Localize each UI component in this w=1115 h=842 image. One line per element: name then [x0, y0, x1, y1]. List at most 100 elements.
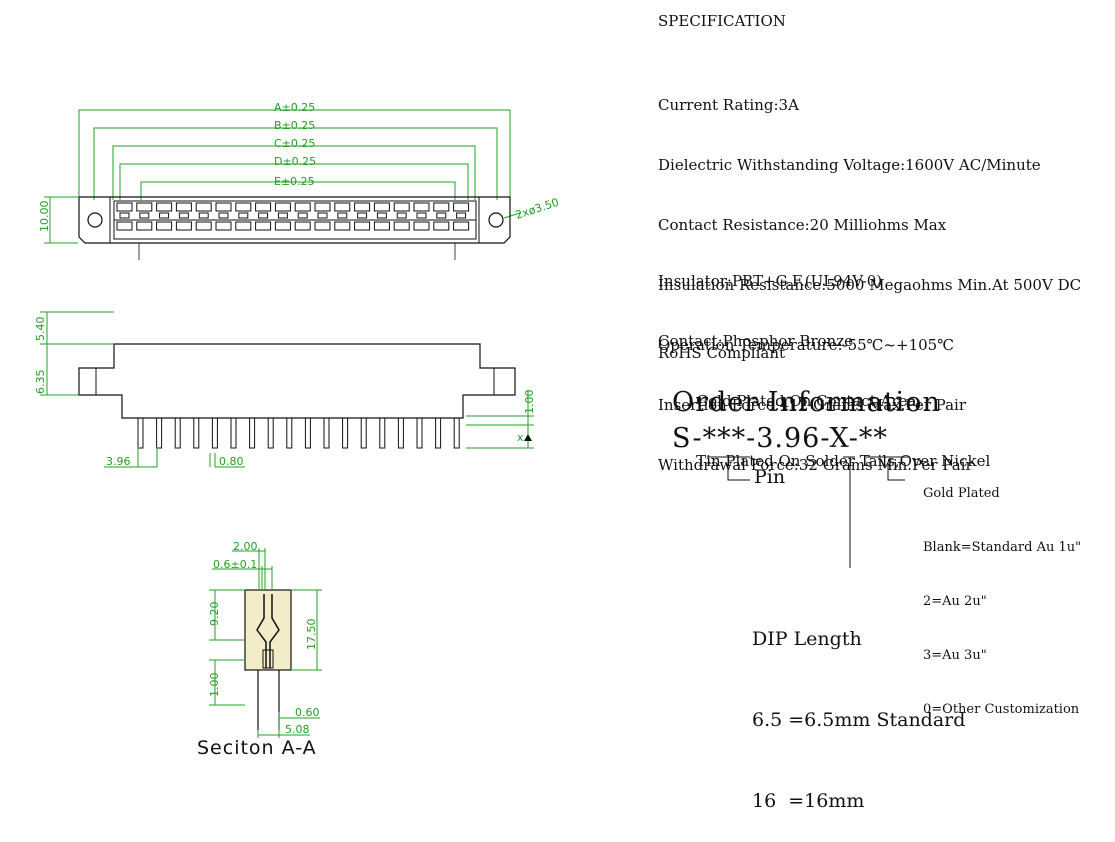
- dim-section-h2: 17.50: [305, 619, 318, 651]
- contact-cell: [136, 202, 153, 212]
- solder-pin: [267, 417, 274, 449]
- spec-heading: SPECIFICATION: [658, 12, 786, 30]
- contact-cell: [433, 221, 450, 231]
- dim-side-x: x: [517, 431, 524, 444]
- dim-side-lower: 6.35: [34, 370, 47, 395]
- material-contact: Contact:Phosphor Bronze: [658, 332, 853, 350]
- contact-cell: [116, 202, 133, 212]
- side-view: 5.40 6.35 1.00 x 3.96 0.80: [34, 311, 536, 468]
- plating-option-2: 2=Au 2u": [923, 594, 987, 609]
- contact-cell: [294, 202, 311, 212]
- dim-section-p2: 5.08: [285, 723, 310, 736]
- rating-insulation: Insulation Resistance:5000 Megaohms Min.…: [658, 276, 1082, 294]
- dim-section-tol: 0.6±0.1: [213, 558, 257, 571]
- contact-cell: [433, 202, 450, 212]
- contact-cell: [235, 202, 252, 212]
- mount-hole-right: [488, 212, 504, 228]
- solder-pin: [211, 417, 218, 449]
- dim-pin-width: 0.80: [219, 455, 244, 468]
- contact-cell: [235, 221, 252, 231]
- dip-option-16: 16 =16mm: [752, 790, 865, 812]
- order-code: S-***-3.96-X-**: [672, 423, 888, 454]
- contact-row: [116, 202, 470, 231]
- contact-slot: [297, 212, 308, 219]
- solder-pin: [230, 417, 237, 449]
- dim-hole: 2xø3.50: [514, 196, 561, 222]
- rohs-label: RoHS Compliant: [658, 344, 786, 362]
- contact-slot: [198, 212, 209, 219]
- contact-slot: [357, 212, 368, 219]
- dim-a: A±0.25: [274, 101, 315, 114]
- contact-cell: [413, 221, 430, 231]
- contact-cell: [255, 221, 272, 231]
- dim-top-height: 10.00: [38, 201, 51, 233]
- section-view: 2.00 0.6±0.1 9.20 17.50 1.00 0.60 5.08 S…: [197, 540, 322, 759]
- datum-marker: [524, 434, 532, 441]
- pin-row: [137, 417, 460, 449]
- contact-slot: [337, 212, 348, 219]
- dim-b: B±0.25: [274, 119, 315, 132]
- rating-contact-resistance: Contact Resistance:20 Milliohms Max: [658, 216, 947, 234]
- contact-slot: [119, 212, 130, 219]
- contact-slot: [436, 212, 447, 219]
- contact-cell: [314, 202, 331, 212]
- contact-cell: [274, 221, 291, 231]
- contact-slot: [376, 212, 387, 219]
- solder-pin: [342, 417, 349, 449]
- contact-slot: [277, 212, 288, 219]
- dip-title: DIP Length: [752, 628, 862, 650]
- dim-side-right: 1.00: [523, 390, 536, 415]
- contact-cell: [215, 202, 232, 212]
- materials-block: Insulator:PBT+G.F.(UL94V-0) Contact:Phos…: [658, 232, 990, 491]
- order-title: Order Information: [672, 387, 941, 418]
- contact-slot: [159, 212, 170, 219]
- contact-cell: [373, 221, 390, 231]
- contact-slot: [139, 212, 150, 219]
- contact-cell: [334, 221, 351, 231]
- contact-cell: [453, 202, 470, 212]
- solder-pin: [453, 417, 460, 449]
- contact-cell: [156, 221, 173, 231]
- contact-slot: [238, 212, 249, 219]
- dip-option-standard: 6.5 =6.5mm Standard: [752, 709, 966, 731]
- contact-cell: [354, 202, 371, 212]
- contact-cell: [393, 202, 410, 212]
- material-insulator: Insulator:PBT+G.F.(UL94V-0): [658, 272, 883, 290]
- contact-slot: [317, 212, 328, 219]
- plating-option-3: 3=Au 3u": [923, 648, 987, 663]
- solder-pin: [435, 417, 442, 449]
- contact-cell: [294, 221, 311, 231]
- solder-pin: [416, 417, 423, 449]
- contact-cell: [195, 221, 212, 231]
- material-tin: Tin Plated On Solder Tails,Over Nickel: [658, 452, 991, 470]
- ratings-block: Current Rating:3A Dielectric Withstandin…: [658, 56, 1081, 495]
- rating-current: Current Rating:3A: [658, 96, 799, 114]
- section-title: Seciton A-A: [197, 737, 317, 759]
- rating-withdrawal: Withdrawal Force:32 Grams Min.Per Pair: [658, 456, 973, 474]
- contact-cell: [116, 221, 133, 231]
- dim-e: E±0.25: [274, 175, 315, 188]
- contact-cell: [393, 221, 410, 231]
- contact-slot: [218, 212, 229, 219]
- rating-temperature: Operation Temperature:-55℃~+105℃: [658, 336, 954, 354]
- solder-pin: [304, 417, 311, 449]
- contact-cell: [274, 202, 291, 212]
- contact-cell: [354, 221, 371, 231]
- solder-pin: [360, 417, 367, 449]
- dim-d: D±0.25: [274, 155, 316, 168]
- dim-section-p1: 0.60: [295, 706, 320, 719]
- solder-pin: [174, 417, 181, 449]
- contact-slot: [456, 212, 467, 219]
- material-gold: Gold Plated On Contact Area: [658, 392, 917, 410]
- solder-pin: [249, 417, 256, 449]
- solder-pin: [397, 417, 404, 449]
- dip-block: DIP Length 6.5 =6.5mm Standard 16 =16mm: [752, 572, 965, 842]
- dim-side-upper: 5.40: [34, 317, 47, 342]
- solder-pin: [379, 417, 386, 449]
- contact-cell: [215, 221, 232, 231]
- dim-c: C±0.25: [274, 137, 315, 150]
- solder-pin: [323, 417, 330, 449]
- connector-drawing: A±0.25 B±0.25 C±0.25 D±0.25 E±0.25 10.00…: [34, 101, 910, 759]
- solder-pin: [193, 417, 200, 449]
- contact-cell: [373, 202, 390, 212]
